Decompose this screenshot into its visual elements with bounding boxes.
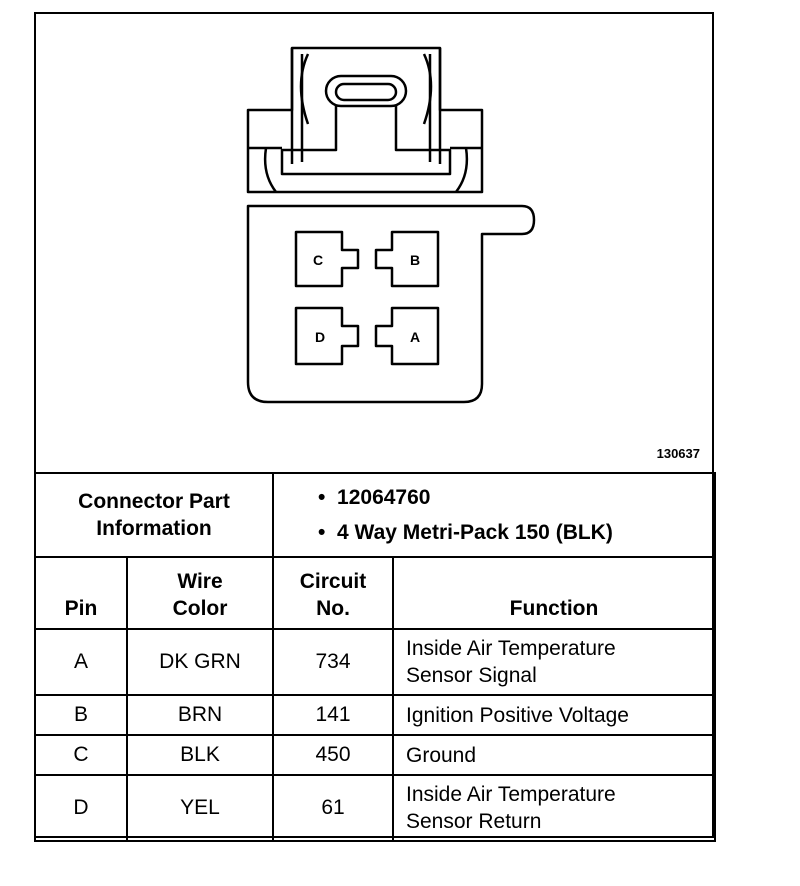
pin-cell: B <box>34 694 128 736</box>
pin-cell: A <box>34 628 128 696</box>
circuit-cell: 450 <box>272 734 394 776</box>
connector-body-outline <box>246 204 536 404</box>
circuit-cell: 61 <box>272 774 394 842</box>
table-row: C BLK 450 Ground <box>34 734 716 776</box>
part-number-bullet: • 12064760 <box>318 486 431 509</box>
figure-number: 130637 <box>656 446 700 461</box>
cavity-b-outline <box>374 230 440 288</box>
cavity-label-b: B <box>410 252 420 268</box>
latch-slot-inner <box>334 82 398 102</box>
table-row: D YEL 61 Inside Air Temperature Sensor R… <box>34 774 716 842</box>
circuit-cell: 734 <box>272 628 394 696</box>
latch-tab <box>280 106 452 176</box>
part-number: 12064760 <box>337 486 431 509</box>
connector-info-row: Connector Part Information • 12064760 • … <box>34 472 716 558</box>
function-cell: Ground <box>392 734 716 776</box>
table-row: A DK GRN 734 Inside Air Temperature Sens… <box>34 628 716 696</box>
pin-cell: C <box>34 734 128 776</box>
circuit-number-header: Circuit No. <box>272 556 394 630</box>
cavity-label-a: A <box>410 329 420 345</box>
function-cell: Ignition Positive Voltage <box>392 694 716 736</box>
table-row: B BRN 141 Ignition Positive Voltage <box>34 694 716 736</box>
connector-diagram: C B D A 130637 <box>36 14 712 472</box>
pin-cell: D <box>34 774 128 842</box>
connector-type: 4 Way Metri-Pack 150 (BLK) <box>337 521 613 544</box>
function-cell: Inside Air Temperature Sensor Return <box>392 774 716 842</box>
wire-color-cell: YEL <box>126 774 274 842</box>
column-header-row: Pin Wire Color Circuit No. Function <box>34 556 716 630</box>
latch-side-curves <box>263 147 469 193</box>
cavity-label-d: D <box>315 329 325 345</box>
wire-color-cell: DK GRN <box>126 628 274 696</box>
wire-color-cell: BRN <box>126 694 274 736</box>
connector-pinout-frame: C B D A 130637 Connector Part Informatio… <box>34 12 716 842</box>
connector-drawing: C B D A <box>246 46 536 404</box>
connector-info-label: Connector Part Information <box>34 472 274 558</box>
circuit-cell: 141 <box>272 694 394 736</box>
pinout-table: Connector Part Information • 12064760 • … <box>34 472 716 842</box>
function-cell: Inside Air Temperature Sensor Signal <box>392 628 716 696</box>
pin-header: Pin <box>34 556 128 630</box>
cavity-a-outline <box>374 306 440 366</box>
cavity-label-c: C <box>313 252 323 268</box>
function-header: Function <box>392 556 716 630</box>
cavity-d-outline <box>294 306 360 366</box>
latch-right-curve <box>422 53 433 125</box>
wire-color-cell: BLK <box>126 734 274 776</box>
connector-type-bullet: • 4 Way Metri-Pack 150 (BLK) <box>318 521 613 544</box>
connector-info-label-line2: Information <box>96 517 212 540</box>
connector-info-label-line1: Connector Part <box>78 490 230 513</box>
latch-slot <box>324 74 408 108</box>
wire-color-header: Wire Color <box>126 556 274 630</box>
connector-info-bullets: • 12064760 • 4 Way Metri-Pack 150 (BLK) <box>272 472 716 558</box>
cavity-c-outline <box>294 230 360 288</box>
latch-left-curve <box>299 53 310 125</box>
